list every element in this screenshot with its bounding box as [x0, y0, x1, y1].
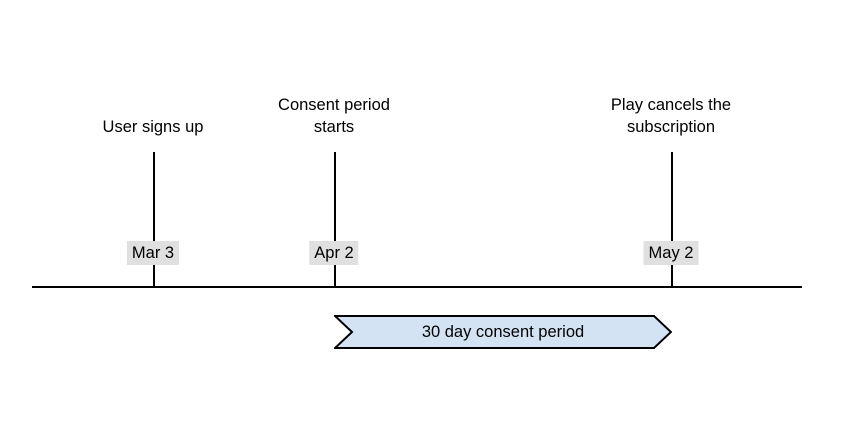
consent-period-banner: 30 day consent period: [334, 315, 672, 349]
date-chip-mar-3: Mar 3: [126, 241, 180, 265]
date-chip-apr-2: Apr 2: [309, 241, 359, 265]
date-chip-may-2: May 2: [643, 241, 699, 265]
banner-polygon: [334, 315, 672, 349]
consent-period-banner-label: 30 day consent period: [421, 322, 585, 341]
event-label-play-cancels-subscription: Play cancels the subscription: [610, 96, 732, 136]
event-label-user-signs-up: User signs up: [102, 118, 204, 136]
event-label-consent-period-starts: Consent period starts: [278, 96, 390, 136]
tick-line-user-signs-up: [153, 152, 155, 288]
tick-line-consent-period-starts: [334, 152, 336, 288]
consent-period-banner-shape: [334, 315, 672, 349]
tick-line-play-cancels-subscription: [671, 152, 673, 288]
timeline-axis: [32, 286, 802, 288]
